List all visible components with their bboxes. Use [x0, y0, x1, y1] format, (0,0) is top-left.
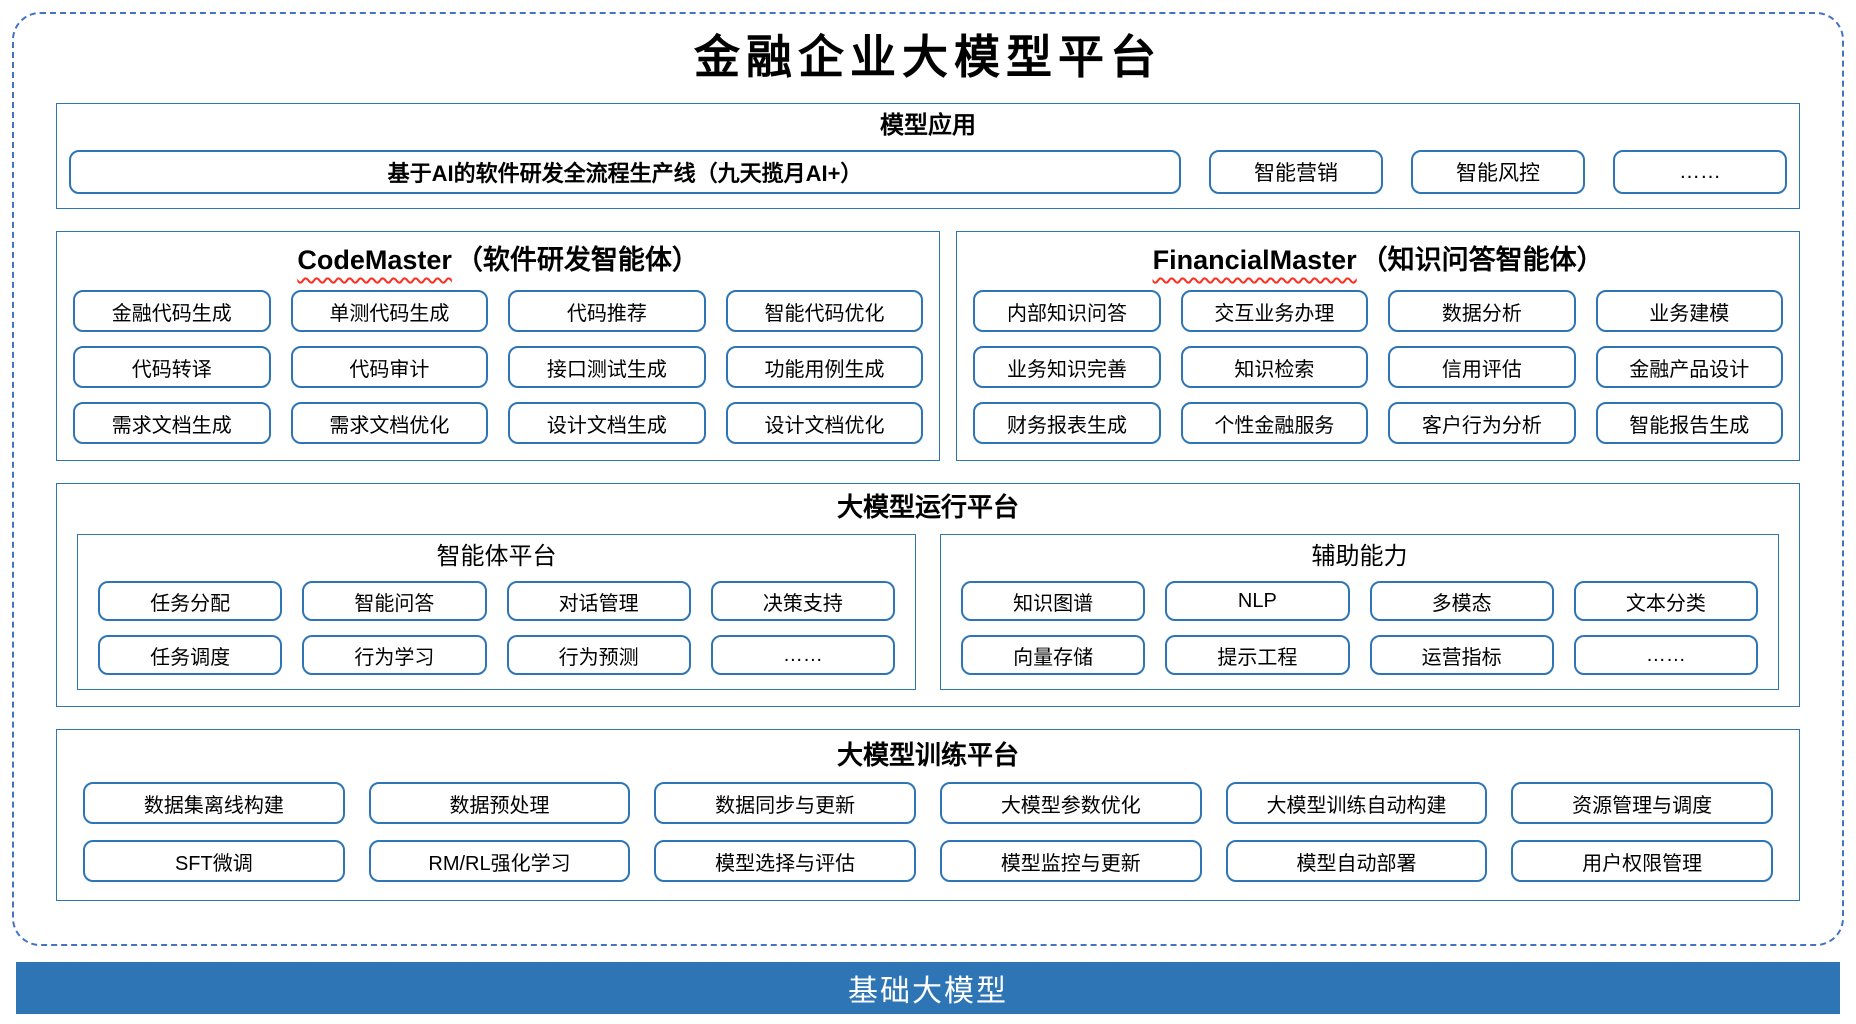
section-model-applications: 模型应用 基于AI的软件研发全流程生产线（九天揽月AI+） 智能营销 智能风控 …: [56, 103, 1800, 210]
capability-item: 客户行为分析: [1388, 402, 1576, 445]
agent-platform-grid: 任务分配 智能问答 对话管理 决策支持 任务调度 行为学习 行为预测 ……: [98, 581, 895, 676]
capability-item: 设计文档生成: [508, 402, 706, 445]
capability-item: 大模型训练自动构建: [1225, 782, 1488, 825]
financialmaster-title-en: FinancialMaster: [1152, 245, 1357, 276]
capability-item: 需求文档优化: [290, 402, 489, 445]
capability-item: 功能用例生成: [725, 346, 924, 389]
capability-item: 业务知识完善: [973, 346, 1161, 389]
capability-item: 用户权限管理: [1511, 840, 1773, 883]
capability-item: 设计文档优化: [725, 402, 924, 445]
agents-row: CodeMaster（软件研发智能体） 金融代码生成 单测代码生成 代码推荐 智…: [56, 231, 1800, 462]
subpanel-agent-platform: 智能体平台 任务分配 智能问答 对话管理 决策支持 任务调度 行为学习 行为预测…: [77, 534, 916, 691]
capability-item: 大模型参数优化: [939, 782, 1202, 825]
platform-diagram-frame: 金融企业大模型平台 模型应用 基于AI的软件研发全流程生产线（九天揽月AI+） …: [12, 12, 1844, 946]
financialmaster-title: FinancialMaster（知识问答智能体）: [973, 242, 1783, 278]
model-applications-header: 模型应用: [880, 112, 976, 140]
capability-item: 个性金融服务: [1180, 402, 1369, 445]
capability-item: 需求文档生成: [73, 402, 271, 445]
foundation-model-bar: 基础大模型: [16, 962, 1840, 1014]
page-title: 金融企业大模型平台: [694, 30, 1162, 84]
codemaster-title-zh: （软件研发智能体）: [455, 245, 699, 276]
capability-item: 模型自动部署: [1225, 840, 1488, 883]
capability-item: 行为预测: [506, 635, 691, 676]
runtime-row: 智能体平台 任务分配 智能问答 对话管理 决策支持 任务调度 行为学习 行为预测…: [77, 534, 1779, 691]
capability-item: 智能报告生成: [1595, 402, 1783, 445]
app-item-marketing: 智能营销: [1209, 150, 1383, 195]
capability-item: 数据集离线构建: [83, 782, 345, 825]
capability-item: 知识检索: [1180, 346, 1369, 389]
capability-item: 文本分类: [1573, 581, 1758, 622]
capability-item: 提示工程: [1165, 635, 1350, 676]
capability-item: 运营指标: [1369, 635, 1554, 676]
capability-item: ……: [1573, 635, 1758, 676]
training-platform-header: 大模型训练平台: [836, 740, 1019, 771]
capability-item: 金融代码生成: [73, 290, 271, 333]
capability-item: 决策支持: [710, 581, 895, 622]
capability-item: 任务分配: [98, 581, 283, 622]
financialmaster-grid: 内部知识问答 交互业务办理 数据分析 业务建模 业务知识完善 知识检索 信用评估…: [973, 290, 1783, 445]
capability-item: 代码审计: [290, 346, 489, 389]
capability-item: 任务调度: [98, 635, 283, 676]
runtime-platform-header: 大模型运行平台: [836, 492, 1019, 523]
capability-item: 模型选择与评估: [654, 840, 916, 883]
section-runtime-platform: 大模型运行平台 智能体平台 任务分配 智能问答 对话管理 决策支持 任务调度 行…: [56, 483, 1800, 708]
panel-codemaster: CodeMaster（软件研发智能体） 金融代码生成 单测代码生成 代码推荐 智…: [56, 231, 941, 462]
capability-item: 向量存储: [961, 635, 1146, 676]
capability-item: NLP: [1165, 581, 1350, 622]
panel-financialmaster: FinancialMaster（知识问答智能体） 内部知识问答 交互业务办理 数…: [956, 231, 1800, 462]
aux-capabilities-header: 辅助能力: [1311, 543, 1408, 571]
capability-item: 资源管理与调度: [1511, 782, 1773, 825]
capability-item: 金融产品设计: [1595, 346, 1783, 389]
codemaster-grid: 金融代码生成 单测代码生成 代码推荐 智能代码优化 代码转译 代码审计 接口测试…: [73, 290, 924, 445]
capability-item: 财务报表生成: [973, 402, 1161, 445]
capability-item: 多模态: [1369, 581, 1554, 622]
agent-platform-header: 智能体平台: [436, 543, 557, 571]
capability-item: 代码推荐: [508, 290, 706, 333]
subpanel-aux-capabilities: 辅助能力 知识图谱 NLP 多模态 文本分类 向量存储 提示工程 运营指标 ……: [940, 534, 1779, 691]
ai-pipeline-item: 基于AI的软件研发全流程生产线（九天揽月AI+）: [69, 150, 1181, 195]
aux-capabilities-grid: 知识图谱 NLP 多模态 文本分类 向量存储 提示工程 运营指标 ……: [961, 581, 1758, 676]
capability-item: 智能代码优化: [725, 290, 924, 333]
codemaster-title-en: CodeMaster: [297, 245, 452, 276]
capability-item: 交互业务办理: [1180, 290, 1369, 333]
capability-item: 数据预处理: [368, 782, 631, 825]
app-item-ellipsis: ……: [1613, 150, 1787, 195]
section-training-platform: 大模型训练平台 数据集离线构建 数据预处理 数据同步与更新 大模型参数优化 大模…: [56, 729, 1800, 902]
capability-item: 内部知识问答: [973, 290, 1161, 333]
capability-item: 接口测试生成: [508, 346, 706, 389]
capability-item: 行为学习: [302, 635, 487, 676]
capability-item: SFT微调: [83, 840, 345, 883]
capability-item: RM/RL强化学习: [368, 840, 631, 883]
capability-item: 智能问答: [302, 581, 487, 622]
capability-item: 信用评估: [1388, 346, 1576, 389]
capability-item: 知识图谱: [961, 581, 1146, 622]
training-platform-grid: 数据集离线构建 数据预处理 数据同步与更新 大模型参数优化 大模型训练自动构建 …: [83, 782, 1773, 883]
financialmaster-title-zh: （知识问答智能体）: [1360, 245, 1604, 276]
capability-item: ……: [710, 635, 895, 676]
capability-item: 单测代码生成: [290, 290, 489, 333]
capability-item: 模型监控与更新: [939, 840, 1202, 883]
capability-item: 业务建模: [1595, 290, 1783, 333]
capability-item: 数据同步与更新: [654, 782, 916, 825]
capability-item: 数据分析: [1388, 290, 1576, 333]
codemaster-title: CodeMaster（软件研发智能体）: [73, 242, 923, 278]
capability-item: 代码转译: [73, 346, 271, 389]
app-item-risk-control: 智能风控: [1411, 150, 1585, 195]
capability-item: 对话管理: [506, 581, 691, 622]
model-applications-row: 基于AI的软件研发全流程生产线（九天揽月AI+） 智能营销 智能风控 ……: [69, 150, 1787, 195]
